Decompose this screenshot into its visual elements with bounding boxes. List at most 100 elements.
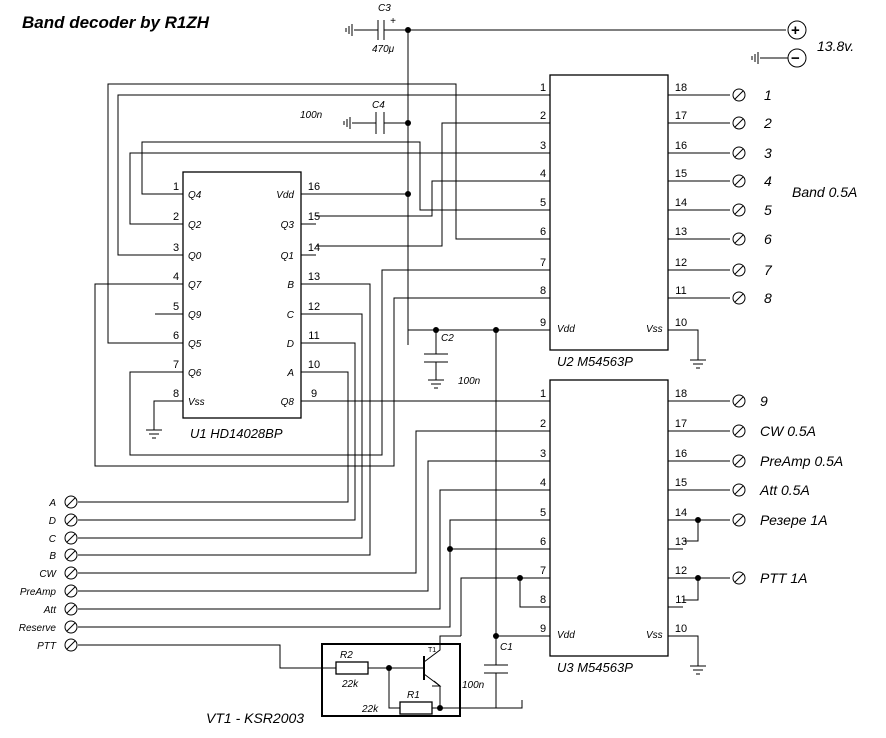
u3-pin-number: 16	[675, 448, 687, 460]
u1-pin-name: Q2	[188, 220, 202, 231]
c1-name: C1	[500, 642, 513, 653]
c2-name: C2	[441, 333, 454, 344]
band-output-label: 6	[764, 231, 772, 247]
out-reserve-label: Резере 1A	[760, 512, 828, 528]
u1-pin-name: Q5	[188, 339, 202, 350]
terminal-slash	[66, 622, 76, 632]
u3-pin-number: 17	[675, 418, 687, 430]
u3-pin-number: 3	[540, 448, 546, 460]
u2-pin-number: 14	[675, 197, 687, 209]
input-label: Reserve	[19, 623, 57, 634]
band-output-label: 5	[764, 202, 772, 218]
u2-pin-number: 11	[675, 285, 686, 297]
u3-pin-number: 12	[675, 565, 687, 577]
u1-pin-number: 2	[173, 211, 179, 223]
input-label: D	[49, 516, 56, 527]
u1-pin-number: 6	[173, 330, 179, 342]
u2-pin-number: 8	[540, 285, 546, 297]
terminal-slash	[66, 604, 76, 614]
band-output-label: 7	[764, 262, 773, 278]
u3-pin-number: 4	[540, 477, 546, 489]
u2-power-wiring: C2 100n	[407, 327, 706, 636]
out-att-label: Att 0.5A	[759, 482, 810, 498]
out-ptt-label: PTT 1A	[760, 570, 807, 586]
c4-value: 100n	[300, 110, 323, 121]
u3-pin-number: 11	[675, 594, 686, 606]
u2-pin-number: 10	[675, 317, 687, 329]
u1-chip: U1 HD14028BP	[182, 171, 302, 441]
u2-pin-number: 13	[675, 226, 687, 238]
input-label: B	[49, 551, 56, 562]
minus-sign: −	[791, 50, 800, 67]
u1-pin-number: 1	[173, 181, 179, 193]
u2-vss: Vss	[646, 324, 663, 335]
c1-value: 100n	[462, 680, 485, 691]
u1-pin-name: Q9	[188, 310, 202, 321]
u1-pin-number: 11	[308, 330, 319, 342]
terminal-slash	[734, 265, 744, 275]
u1-pin-number: 15	[308, 211, 320, 223]
u2-pin-number: 2	[540, 110, 546, 122]
terminal-slash	[734, 234, 744, 244]
u1-pin-name: B	[287, 280, 294, 291]
u2-pin-number: 6	[540, 226, 546, 238]
u1-pin-name: Q0	[188, 251, 202, 262]
u1-pin-name: Vdd	[276, 190, 294, 201]
vt1-module: R2 22k R1 22k T1	[321, 635, 522, 717]
u1-pin-number: 16	[308, 181, 320, 193]
u1-pin-name: Q1	[281, 251, 294, 262]
u3-pin-number: 8	[540, 594, 546, 606]
c4-name: C4	[372, 100, 385, 111]
u3-pin-number: 13	[675, 536, 687, 548]
u3-wiring: C1 100n	[460, 517, 730, 709]
c3-polarity: +	[390, 16, 396, 27]
u1-pin-number: 5	[173, 301, 179, 313]
band-output-label: 2	[763, 115, 772, 131]
u3-pin-number: 14	[675, 507, 687, 519]
input-label: C	[49, 534, 57, 545]
plus-terminal: +	[787, 20, 807, 40]
band-output-label: 1	[764, 87, 772, 103]
u2-pin-number: 15	[675, 168, 687, 180]
u2-pin-number: 1	[540, 82, 546, 94]
u1-label: U1 HD14028BP	[190, 426, 283, 441]
vt1-label: VT1 - KSR2003	[206, 710, 304, 726]
out-9-label: 9	[760, 393, 768, 409]
r2-name: R2	[340, 650, 353, 661]
u2-pin-number: 7	[540, 257, 546, 269]
r1-value: 22k	[361, 704, 379, 715]
terminal-slash	[66, 497, 76, 507]
u2-pin-number: 17	[675, 110, 687, 122]
terminal-slash	[734, 90, 744, 100]
band-output-label: 4	[764, 173, 772, 189]
u3-pin-number: 7	[540, 565, 546, 577]
u2-vdd: Vdd	[557, 324, 575, 335]
u2-pin-number: 18	[675, 82, 687, 94]
u1-u2-wiring	[94, 83, 550, 467]
terminal-slash	[734, 293, 744, 303]
u3-chip: U3 M54563P Vdd Vss	[549, 379, 669, 675]
input-wiring	[78, 283, 550, 669]
u1-pin-number: 14	[308, 242, 320, 254]
u1-pin-number: 10	[308, 359, 320, 371]
c2-value: 100n	[458, 376, 481, 387]
u1-pin-name: Q7	[188, 280, 202, 291]
u3-pin-number: 6	[540, 536, 546, 548]
input-label: A	[48, 498, 56, 509]
u1-pin-number: 13	[308, 271, 320, 283]
u1-pin-number: 8	[173, 388, 179, 400]
r2-value: 22k	[341, 679, 359, 690]
terminal-slash	[66, 515, 76, 525]
band-current-label: Band 0.5A	[792, 184, 857, 200]
u2-pin-number: 5	[540, 197, 546, 209]
r1-name: R1	[407, 690, 420, 701]
u1-pin-name: Q4	[188, 190, 202, 201]
